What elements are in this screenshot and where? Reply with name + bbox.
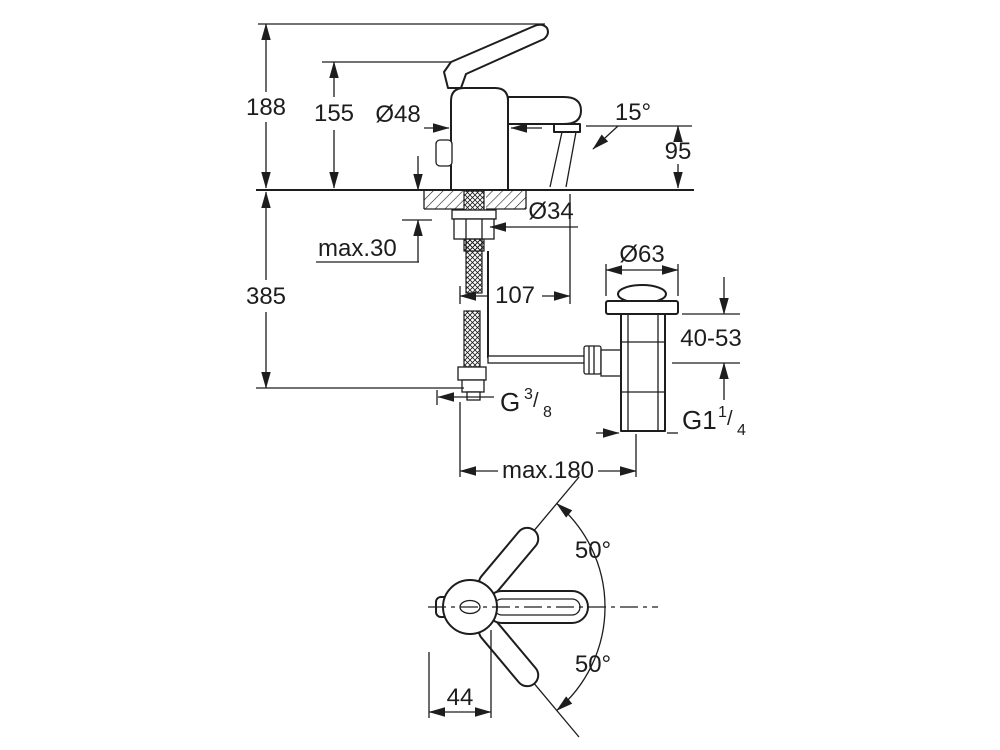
waste-flange [605,300,679,315]
supply-thread-numerator: 3 [524,386,533,403]
dim-reach-max: max.180 [502,457,594,484]
dim-body-height: 155 [314,100,354,127]
side-view-labels: 188 155 Ø48 15° 95 385 max.30 Ø34 107 Ø6… [246,94,746,484]
ball-joint-housing [600,349,622,377]
supply-thread-slash: / [533,390,539,412]
faucet-lever [443,23,549,89]
supply-hose-lower [463,310,481,368]
dim-hole-diameter: Ø34 [528,198,573,225]
mounting-nut [453,218,495,240]
dim-total-height: 188 [246,94,286,121]
dim-waste-adjust-range: 40-53 [680,325,741,352]
faucet-side-view [256,23,694,432]
top-view-labels: 50° 50° 44 [447,537,612,711]
supply-thread-denominator: 8 [543,404,552,421]
popup-rod [487,251,622,377]
label-waste-thread: G1 1 / 4 [682,404,746,439]
dim-stream-angle: 15° [615,99,651,126]
swivel-arc [556,503,606,711]
dim-body-diameter: Ø48 [375,101,420,128]
supply-thread-base: G [500,387,520,417]
dim-spout-reach: 107 [495,282,535,309]
dim-install-depth: 385 [246,283,286,310]
waste-thread-base: G1 [682,405,717,435]
dim-spout-height: 95 [665,138,692,165]
rod-adjust-knob [583,345,602,375]
dim-handle-width: 44 [447,684,474,711]
hose-fitting [457,366,487,381]
dim-swivel-up: 50° [575,537,611,564]
faucet-spout [507,96,582,125]
water-stream [549,131,577,188]
faucet-top-view [428,476,658,738]
mounting-hardware [451,190,497,401]
supply-hose-upper [465,238,483,294]
popup-waste-assembly [605,284,679,432]
dim-deck-thickness: max.30 [318,235,397,262]
dim-swivel-down: 50° [575,651,611,678]
popup-lift-knob [435,139,453,167]
waste-thread-slash: / [727,408,733,430]
top-view-dimensions [428,630,492,718]
washer [451,209,497,220]
waste-thread-denominator: 4 [737,422,746,439]
waste-thread-numerator: 1 [718,404,727,421]
mounting-deck [256,189,694,210]
side-view-dimensions [256,23,740,477]
label-supply-thread: G 3 / 8 [500,386,552,421]
dim-waste-flange-diameter: Ø63 [619,241,664,268]
aerator [553,123,581,133]
faucet-body [450,87,509,191]
